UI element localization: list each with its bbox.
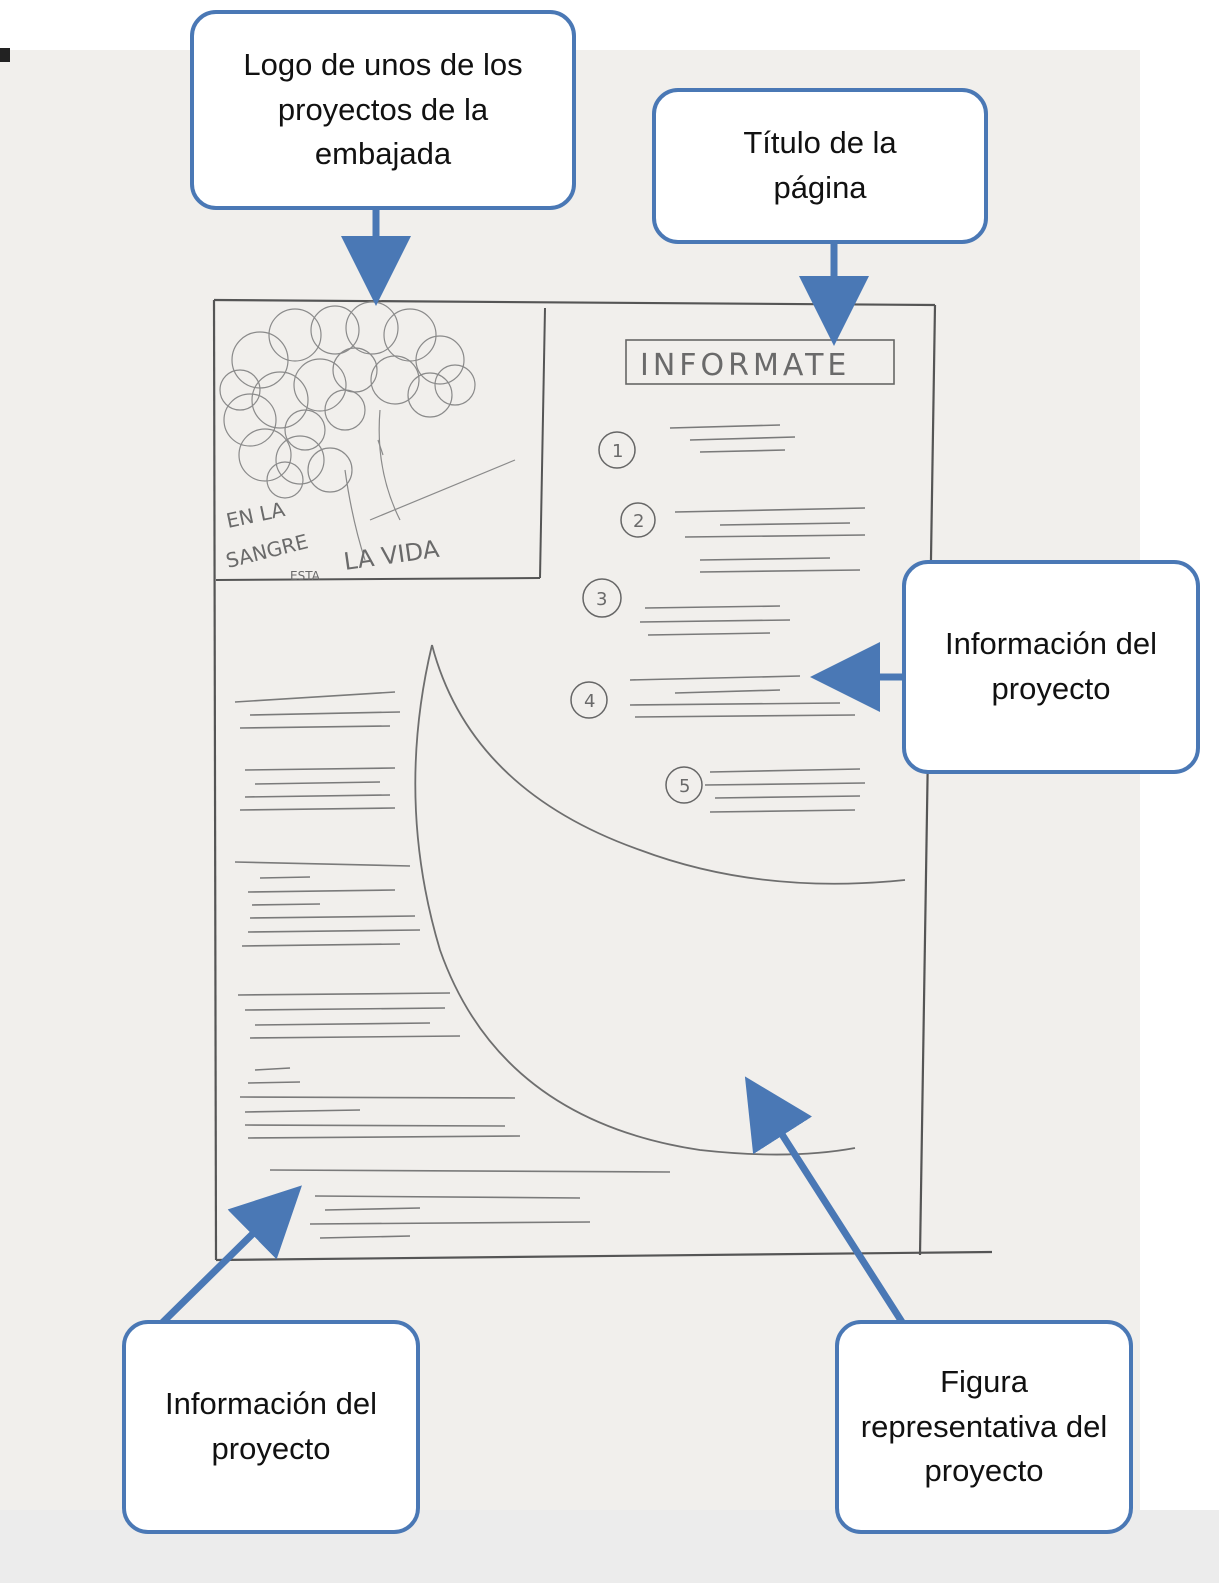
numbered-list-digits: 1 2 3 4 5 [584,441,690,797]
callout-info-left-text: Información del proyecto [165,1386,377,1466]
svg-text:5: 5 [679,776,690,797]
callout-title-text: Título de la página [743,125,897,205]
left-text-lines [234,691,671,1239]
callout-title: Título de la página [652,88,988,244]
callout-info-right: Información del proyecto [902,560,1200,774]
svg-text:3: 3 [596,589,607,610]
page-title-sketch: INFORMATE [625,339,895,385]
callout-logo-text: Logo de unos de los proyectos de la emba… [243,46,523,172]
tree-logo-sketch [219,301,516,561]
page-frame [212,298,993,1262]
logo-lettering: EN LA SANGRE ESTA LA VIDA [223,497,441,583]
callout-arrows [158,203,906,1327]
callout-info-left: Información del proyecto [122,1320,420,1534]
callout-figure-text: Figura representativa del proyecto [860,1363,1108,1489]
callout-info-right-text: Información del proyecto [945,626,1157,706]
svg-text:1: 1 [612,441,623,462]
project-figure-sketch [414,644,906,1156]
svg-text:4: 4 [584,691,595,712]
paper-sheet [0,50,1140,1510]
numbered-list [570,431,703,804]
scan-corner-mark [0,48,10,62]
svg-text:2: 2 [633,511,644,532]
callout-figure: Figura representativa del proyecto [835,1320,1133,1534]
callout-logo: Logo de unos de los proyectos de la emba… [190,10,576,210]
svg-text:LA VIDA: LA VIDA [342,535,441,576]
svg-text:EN LA: EN LA [224,497,287,533]
svg-text:SANGRE: SANGRE [223,529,310,573]
page-title-text: INFORMATE [640,348,850,383]
svg-text:ESTA: ESTA [290,569,321,583]
right-text-lines [629,424,866,813]
logo-box [215,307,546,581]
